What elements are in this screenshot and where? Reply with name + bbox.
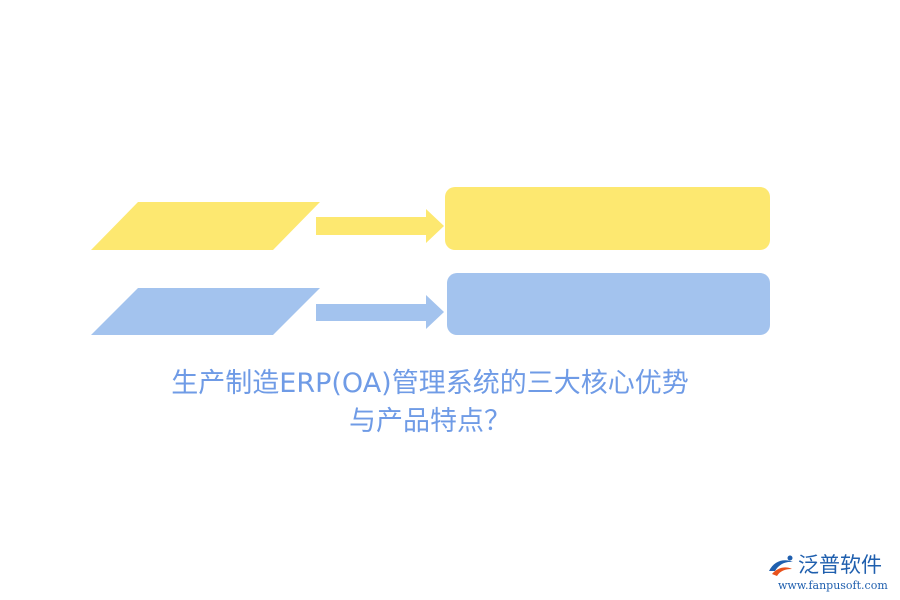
- title-line-2: 与产品特点？: [349, 406, 511, 437]
- right-arrow-2: [316, 295, 444, 329]
- diagram-row-1: [91, 187, 770, 250]
- logo-name: 泛普软件: [798, 553, 882, 577]
- input-parallelogram-2: [91, 288, 320, 335]
- input-parallelogram-1: [91, 202, 320, 250]
- output-box-2: [447, 273, 770, 335]
- brand-logo: 泛普软件 www.fanpusoft.com: [766, 552, 896, 596]
- output-box-1: [445, 187, 770, 250]
- diagram-row-2: [91, 273, 770, 335]
- right-arrow-1: [316, 209, 444, 243]
- title-line-1: 生产制造ERP(OA)管理系统的三大核心优势: [171, 368, 689, 399]
- diagram-title: 生产制造ERP(OA)管理系统的三大核心优势 与产品特点？: [0, 365, 860, 441]
- logo-url: www.fanpusoft.com: [778, 579, 888, 592]
- logo-swirl-icon: [769, 555, 793, 576]
